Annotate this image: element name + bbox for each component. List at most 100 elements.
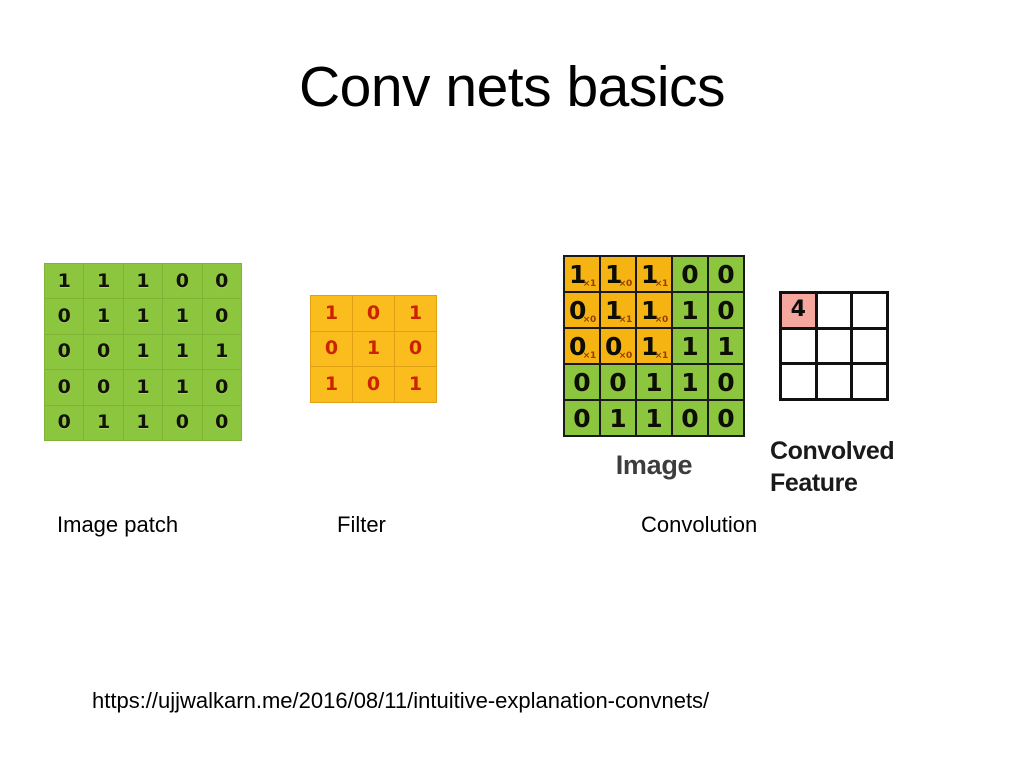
cell-value: 1 [605, 295, 623, 325]
convolved-feature-cell [817, 365, 851, 398]
convolution-cell: 0 [709, 365, 743, 399]
convolution-cell: 1 [637, 365, 671, 399]
cell-value: 1 [408, 373, 423, 396]
cell-multiplier: ×1 [582, 279, 597, 289]
caption-image-patch: Image patch [57, 512, 179, 537]
filter-cell: 1 [311, 367, 352, 402]
convolved-feature-cell: 4 [782, 294, 815, 327]
filter-cell: 0 [395, 331, 436, 367]
cell-value: 1 [717, 331, 735, 361]
image-patch-cell: 0 [163, 264, 202, 299]
convolved-feature-label-line2: Feature [770, 469, 858, 497]
cell-value: 1 [324, 373, 339, 396]
image-patch-cell: 1 [123, 405, 163, 440]
image-patch-cell: 1 [123, 334, 163, 370]
cell-value: 1 [609, 403, 627, 433]
convolution-cell: 1×1 [565, 257, 599, 291]
cell-value: 0 [573, 367, 591, 397]
convolved-feature-label-line1: Convolved [770, 437, 895, 465]
convolved-feature-cell [853, 365, 886, 398]
convolution-cell: 1×0 [637, 293, 671, 327]
image-patch-cell: 1 [163, 299, 202, 334]
cell-value: 0 [569, 331, 587, 361]
image-patch-cell: 1 [163, 334, 202, 370]
convolution-cell: 0 [709, 293, 743, 327]
cell-value: 1 [681, 367, 699, 397]
cell-value: 1 [641, 295, 659, 325]
cell-value: 1 [175, 305, 189, 328]
convolution-cell: 0 [565, 401, 599, 435]
image-figure-label: Image [615, 450, 693, 480]
convolution-cell: 1 [601, 401, 635, 435]
cell-value: 1 [366, 337, 381, 360]
cell-value: 0 [57, 375, 71, 398]
cell-value: 1 [57, 269, 71, 292]
cell-value: 1 [641, 331, 659, 361]
cell-value: 0 [408, 337, 423, 360]
convolved-feature-figure-label: Convolved Feature [770, 435, 930, 499]
image-patch-cell: 1 [45, 264, 84, 299]
convolution-cell: 0×0 [601, 329, 635, 363]
cell-value: 1 [136, 269, 150, 292]
cell-value: 0 [215, 269, 229, 292]
cell-value: 1 [136, 375, 150, 398]
cell-value: 0 [717, 295, 735, 325]
cell-value: 0 [366, 301, 381, 324]
image-patch-cell: 0 [84, 334, 123, 370]
cell-value: 0 [96, 340, 111, 363]
convolution-cell: 0 [673, 257, 707, 291]
convolved-feature-cell [782, 329, 815, 363]
cell-value: 0 [57, 340, 71, 363]
cell-value: 0 [717, 259, 735, 289]
cell-value: 1 [215, 340, 229, 363]
image-patch-cell: 0 [45, 334, 84, 370]
cell-value: 1 [681, 331, 699, 361]
source-url-link[interactable]: https://ujjwalkarn.me/2016/08/11/intuiti… [92, 688, 710, 713]
image-patch-cell: 0 [202, 370, 241, 405]
convolved-feature-cell [817, 294, 851, 327]
cell-multiplier: ×1 [618, 315, 633, 325]
cell-value: 0 [215, 375, 229, 398]
cell-multiplier: ×1 [582, 351, 597, 361]
cell-value: 0 [609, 367, 627, 397]
convolution-cell: 0 [709, 401, 743, 435]
cell-value: 0 [215, 305, 229, 328]
convolution-cell: 1 [637, 401, 671, 435]
cell-value: 0 [605, 331, 623, 361]
cell-multiplier: ×0 [618, 279, 633, 289]
image-patch-cell: 1 [123, 264, 163, 299]
filter-cell: 0 [311, 331, 352, 367]
cell-multiplier: ×0 [582, 315, 597, 325]
filter-cell: 1 [395, 367, 436, 402]
image-patch-cell: 1 [202, 334, 241, 370]
cell-value: 1 [681, 295, 699, 325]
image-patch-cell: 0 [202, 264, 241, 299]
convolved-feature-matrix: 4 [779, 291, 889, 401]
cell-multiplier: ×1 [654, 279, 669, 289]
image-patch-cell: 0 [45, 405, 84, 440]
image-patch-cell: 1 [163, 370, 202, 405]
image-patch-cell: 0 [163, 405, 202, 440]
image-patch-cell: 0 [202, 405, 241, 440]
cell-value: 0 [717, 367, 735, 397]
cell-multiplier: ×0 [618, 351, 633, 361]
cell-value: 0 [96, 375, 111, 398]
image-patch-cell: 1 [84, 299, 123, 334]
cell-value: 1 [96, 411, 111, 434]
cell-value: 1 [136, 340, 150, 363]
cell-value: 1 [645, 367, 663, 397]
cell-value: 0 [57, 411, 71, 434]
page-title: Conv nets basics [298, 55, 726, 119]
filter-cell: 1 [311, 296, 352, 331]
cell-value: 0 [57, 305, 71, 328]
cell-value: 0 [717, 403, 735, 433]
convolution-cell: 0×1 [565, 329, 599, 363]
cell-value: 1 [605, 259, 623, 289]
image-patch-cell: 1 [84, 264, 123, 299]
convolved-feature-cell [782, 365, 815, 398]
cell-value: 1 [569, 259, 587, 289]
convolution-cell: 1 [709, 329, 743, 363]
convolution-cell: 1 [673, 329, 707, 363]
